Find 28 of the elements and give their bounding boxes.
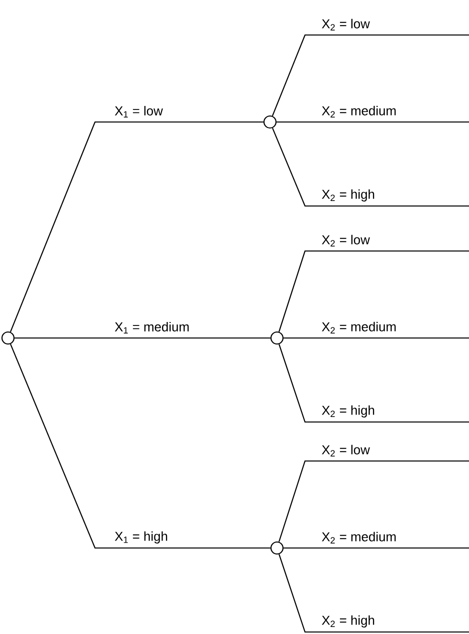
edge-label: X$_{1}$ = high [114,530,169,544]
edge-label: X$_{2}$ = high [320,404,376,418]
chance-node [270,541,284,555]
edge-label: X$_{1}$ = low [114,104,164,118]
edge-label: X$_{2}$ = high [320,188,376,202]
branch-line [284,547,469,549]
edge-label: X$_{2}$ = low [320,234,371,248]
edge-label: X$_{2}$ = medium [320,320,398,334]
branch-line [278,460,469,542]
branch-line [10,344,270,549]
edge-label: X$_{2}$ = medium [320,104,398,118]
edge-label: X$_{2}$ = low [320,444,371,458]
edge-label: X$_{2}$ = low [320,18,371,32]
branch-line [284,337,469,339]
edge-label: X$_{2}$ = high [320,614,376,628]
branch-line [278,250,469,332]
branch-line [10,121,264,332]
branch-line [278,554,469,633]
branch-line [278,344,469,423]
branch-line [276,121,469,123]
branch-line [272,128,469,207]
chance-node [263,115,277,129]
edge-label: X$_{1}$ = medium [114,320,191,334]
chance-node [1,331,15,345]
chance-node [270,331,284,345]
branch-line [14,337,270,339]
edge-label: X$_{2}$ = medium [320,530,398,544]
branch-line [272,34,469,116]
